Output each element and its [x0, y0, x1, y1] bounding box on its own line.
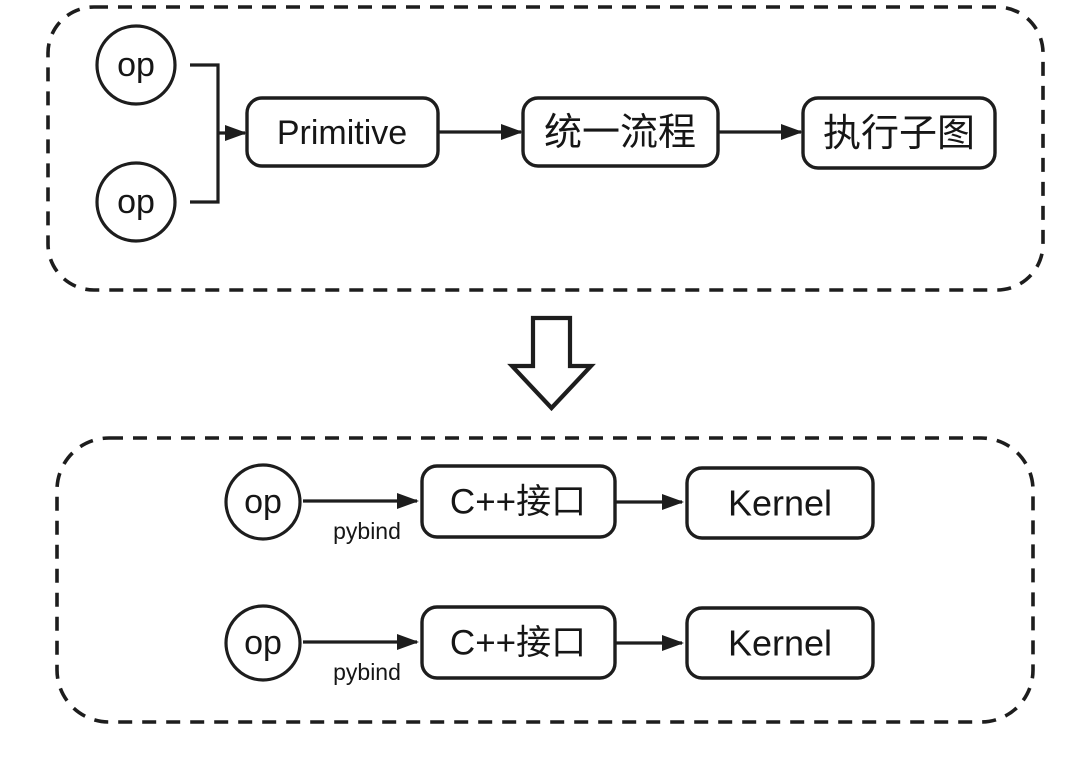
primitive-label: Primitive: [277, 114, 407, 152]
unified-process-node: 统一流程: [521, 96, 720, 168]
op-circle-row-1: [224, 463, 302, 541]
op-node-top-2: op: [95, 161, 177, 243]
kernel-box-row-2: [685, 606, 875, 680]
op-circle-1: [95, 24, 177, 106]
top-flow-group: op op Primitive 统一流程: [46, 5, 1045, 292]
pybind-label-row-2: pybind: [333, 659, 401, 685]
op-label-2: op: [117, 183, 155, 221]
cpp-interface-label-row-2: C++接口: [450, 624, 586, 663]
bottom-row-2: op pybind C++接口 Kernel: [224, 604, 875, 685]
bottom-row-1: op pybind C++接口 Kernel: [224, 463, 875, 544]
execution-subgraph-box: [801, 96, 997, 170]
op-label-1: op: [117, 46, 155, 84]
top-dashed-container: [46, 5, 1045, 292]
primitive-node: Primitive: [245, 96, 440, 168]
kernel-label-row-2: Kernel: [728, 623, 832, 664]
op-circle-2: [95, 161, 177, 243]
unified-process-label: 统一流程: [544, 112, 696, 154]
op-circle-row-2: [224, 604, 302, 682]
pybind-label-row-1: pybind: [333, 518, 401, 544]
execution-subgraph-label: 执行子图: [823, 113, 975, 155]
bottom-dashed-container: [55, 436, 1035, 724]
down-arrow-connector: [507, 315, 596, 412]
execution-subgraph-node: 执行子图: [801, 96, 997, 170]
op-node-top-1: op: [95, 24, 177, 106]
op-label-row-2: op: [244, 624, 282, 662]
kernel-box-row-1: [685, 466, 875, 540]
kernel-label-row-1: Kernel: [728, 483, 832, 524]
cpp-interface-label-row-1: C++接口: [450, 483, 586, 522]
bottom-flow-group: op pybind C++接口 Kernel op pybind C++接口: [55, 436, 1035, 724]
merge-bracket: [190, 63, 220, 204]
op-label-row-1: op: [244, 483, 282, 521]
